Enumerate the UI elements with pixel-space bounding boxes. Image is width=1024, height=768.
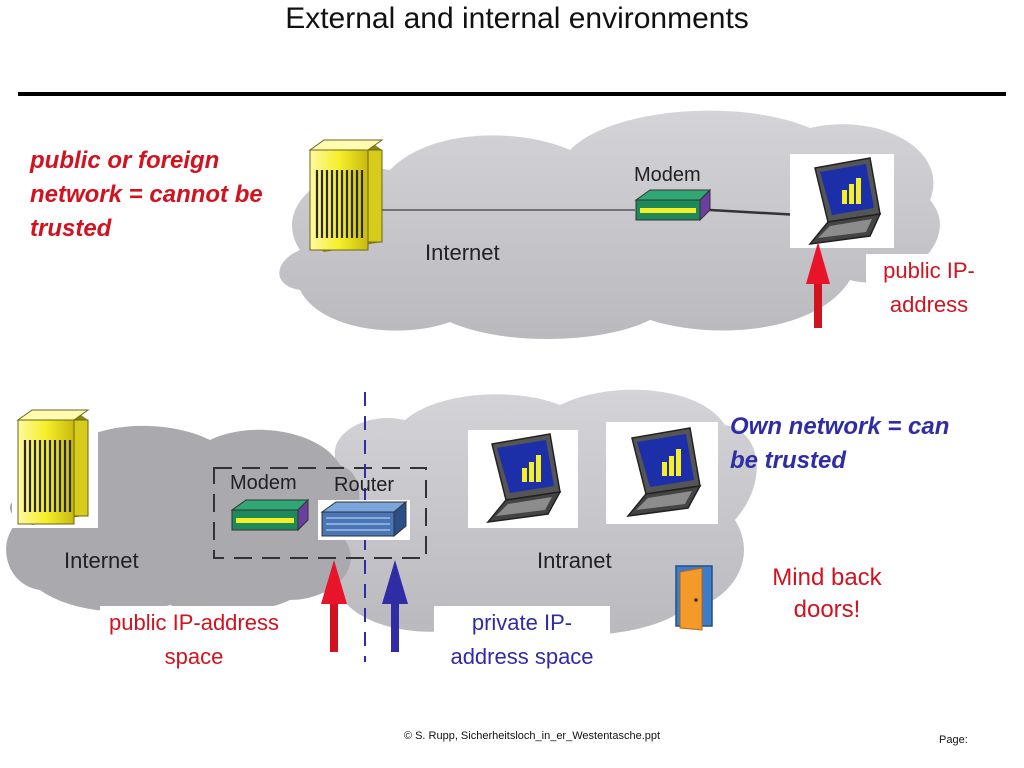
modem-label: Modem bbox=[634, 164, 701, 186]
laptop-icon bbox=[606, 422, 718, 524]
untrusted-network-note: public or foreign network = cannot be tr… bbox=[30, 147, 263, 242]
slide-title: External and internal environments bbox=[285, 2, 749, 35]
private-address-space-label: private IP-address space bbox=[434, 606, 610, 674]
modem-icon bbox=[230, 498, 310, 532]
internet-label: Internet bbox=[64, 548, 139, 573]
public-address-label: public IP-address bbox=[866, 254, 992, 322]
modem-icon bbox=[634, 188, 712, 222]
arrow-up-icon bbox=[321, 560, 347, 652]
footer-copyright: © S. Rupp, Sicherheitsloch_in_er_Westent… bbox=[403, 730, 661, 742]
intranet-label: Intranet bbox=[537, 548, 612, 573]
public-address-space-label: public IP-address space bbox=[100, 606, 288, 674]
link-modem-laptop bbox=[709, 208, 801, 217]
internet-label: Internet bbox=[425, 240, 500, 265]
title-divider bbox=[18, 92, 1006, 96]
laptop-icon bbox=[790, 154, 894, 248]
server-icon bbox=[308, 139, 384, 252]
router-label: Router bbox=[334, 474, 395, 496]
gateway-boundary bbox=[213, 467, 427, 559]
footer-page-label: Page: bbox=[939, 734, 968, 746]
router-icon bbox=[318, 500, 410, 540]
server-icon bbox=[12, 408, 98, 528]
internet-cloud-top bbox=[279, 110, 940, 340]
modem-label: Modem bbox=[230, 472, 297, 494]
door-icon bbox=[675, 565, 713, 631]
trusted-network-note: Own network = can be trusted bbox=[730, 413, 950, 474]
arrow-up-icon bbox=[382, 560, 408, 652]
back-doors-note: Mind back doors! bbox=[772, 564, 882, 623]
laptop-icon bbox=[468, 430, 578, 528]
arrow-up-icon bbox=[806, 242, 830, 328]
